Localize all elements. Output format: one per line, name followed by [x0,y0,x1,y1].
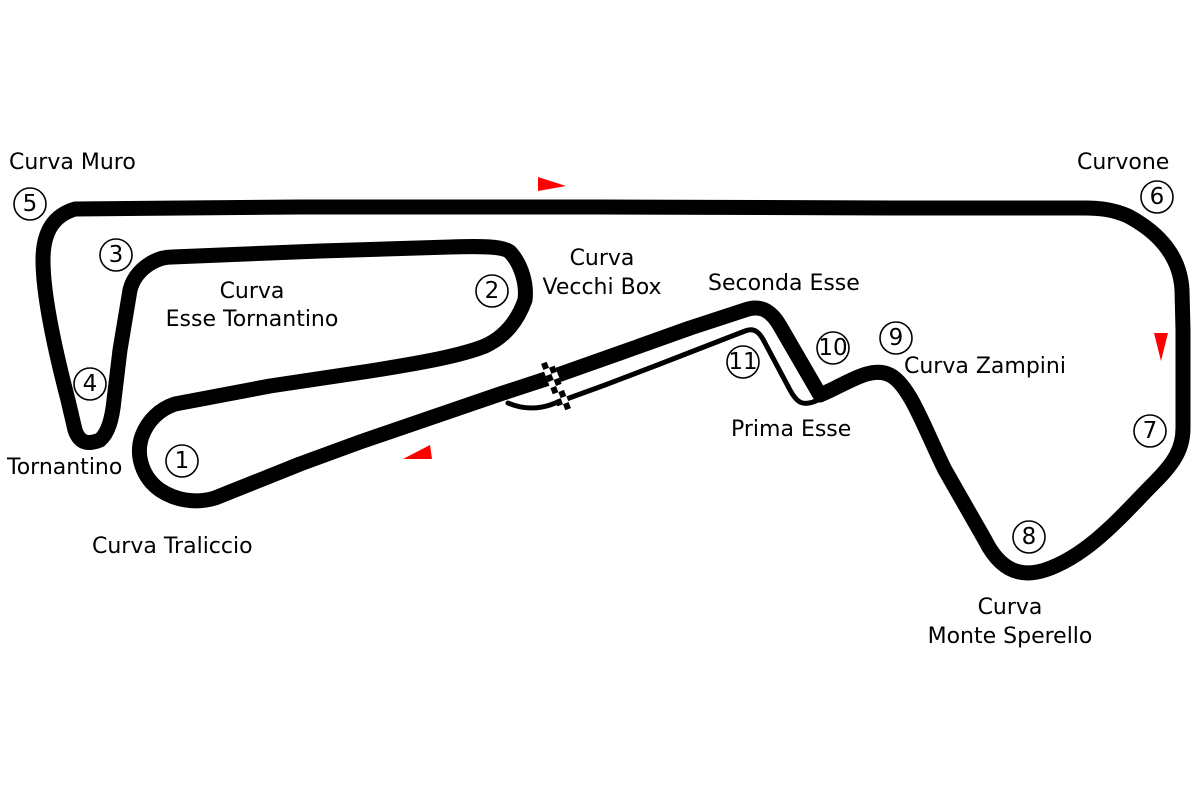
turn-marker-9: 9 [879,321,913,355]
label-curva-zampini: Curva Zampini [904,354,1066,379]
direction-arrow-right [1154,333,1168,361]
direction-arrow-bottom [403,445,432,459]
label-prima-esse: Prima Esse [731,417,851,442]
turn-marker-3: 3 [99,238,133,272]
label-seconda-esse: Seconda Esse [708,271,860,296]
track-main [35,199,1191,581]
svg-text:10: 10 [818,335,847,361]
turn-marker-5: 5 [13,187,47,221]
svg-text:1: 1 [175,448,190,474]
turn-marker-11: 11 [726,345,760,379]
svg-text:7: 7 [1143,418,1158,444]
svg-text:3: 3 [109,242,124,268]
label-curva-esse-tornantino-line2: Esse Tornantino [166,307,339,332]
svg-text:11: 11 [728,349,757,375]
direction-arrow-top [538,177,566,191]
turn-marker-4: 4 [73,367,107,401]
label-curva-traliccio: Curva Traliccio [92,534,253,559]
label-curva-muro: Curva Muro [9,150,136,175]
svg-text:5: 5 [23,191,38,217]
svg-text:4: 4 [83,371,98,397]
label-curva-monte-sperello-line1: Curva [978,595,1043,620]
start-finish-line [541,359,571,413]
turn-marker-8: 8 [1012,520,1046,554]
turn-marker-6: 6 [1140,180,1174,214]
turn-marker-10: 10 [816,331,850,365]
label-curva-monte-sperello-line2: Monte Sperello [928,624,1093,649]
label-curva-esse-tornantino-line1: Curva [220,279,285,304]
svg-text:9: 9 [889,325,904,351]
label-tornantino: Tornantino [6,455,122,480]
label-curva-vecchi-box-line2: Vecchi Box [542,275,661,300]
turn-marker-2: 2 [475,274,509,308]
svg-text:2: 2 [485,278,500,304]
label-curva-vecchi-box-line1: Curva [570,246,635,271]
turn-marker-7: 7 [1133,414,1167,448]
label-curvone: Curvone [1077,150,1169,175]
turn-marker-1: 1 [165,444,199,478]
track-pit-lane [505,327,821,411]
svg-text:8: 8 [1022,524,1037,550]
svg-text:6: 6 [1150,184,1165,210]
